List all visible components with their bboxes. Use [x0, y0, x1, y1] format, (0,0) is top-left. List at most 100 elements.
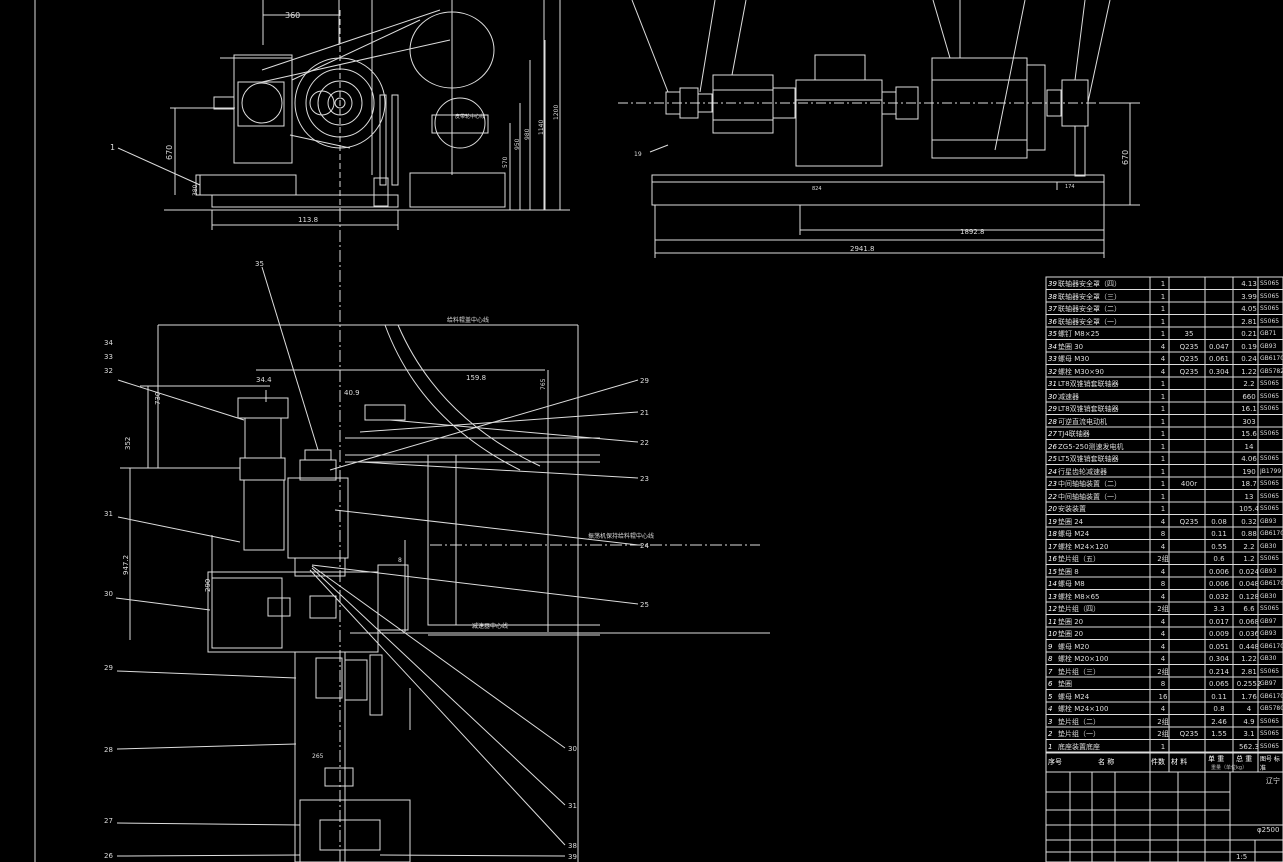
bom-total-weight: 1.76 [1241, 692, 1257, 701]
bom-std: GB6170 [1260, 580, 1283, 587]
bom-std: S5065 [1260, 605, 1280, 612]
bom-total-weight: 562.3 [1238, 742, 1260, 751]
bom-total-weight: 2.81 [1241, 667, 1257, 676]
bom-no: 38 [1048, 292, 1057, 301]
bom-total-weight: 0.32 [1241, 517, 1257, 526]
bom-total-weight: 0.128 [1238, 592, 1260, 601]
bom-qty: 8 [1160, 680, 1166, 688]
bom-std: S5065 [1260, 430, 1280, 437]
bom-std: S5065 [1260, 730, 1280, 737]
bom-name: 垫片组（五） [1058, 555, 1100, 563]
bom-std: S5065 [1260, 405, 1280, 412]
bom-qty: 4 [1160, 542, 1166, 551]
bom-name: 垫圈 30 [1058, 342, 1084, 351]
dim-1200: 1200 [553, 105, 560, 120]
dim-730: 730 [154, 392, 162, 405]
balloon-29-left: 29 [104, 664, 113, 672]
bom-qty: 4 [1160, 355, 1166, 363]
bom-no: 17 [1048, 542, 1057, 551]
bom-total-weight: 0.88 [1241, 530, 1257, 538]
balloon-38: 38 [568, 842, 577, 850]
balloon-30-right: 30 [568, 745, 577, 753]
label-feed-center: 给料辊盖中心线 [447, 316, 489, 324]
bom-name: 垫片组（二） [1058, 717, 1100, 726]
balloon-35: 35 [255, 260, 264, 268]
balloon-39: 39 [568, 853, 577, 861]
bom-total-weight: 0.21 [1241, 330, 1257, 338]
balloon-27: 27 [104, 817, 113, 825]
bom-unit-weight: 0.006 [1208, 567, 1230, 576]
bom-std: GB6170 [1260, 355, 1283, 362]
bom-unit-weight: 3.3 [1213, 605, 1225, 613]
balloon-1: 1 [110, 143, 115, 152]
title-block-code: φ2500 [1257, 826, 1280, 834]
bom-unit-weight: 0.304 [1208, 655, 1230, 663]
bom-name: 联轴器安全罩（三） [1058, 292, 1121, 301]
bom-name: 中间轴轴装置（一） [1058, 492, 1121, 501]
bom-no: 24 [1048, 467, 1057, 476]
balloon-32: 32 [104, 367, 113, 375]
bom-total-weight: 14 [1244, 442, 1254, 451]
bom-name: 联轴器安全罩（四） [1058, 280, 1121, 288]
dim-947-2: 947.2 [122, 555, 130, 575]
bom-name: LT5双锥销套联轴器 [1058, 455, 1119, 463]
bom-qty: 1 [1160, 317, 1166, 326]
bom-std: GB6170 [1260, 530, 1283, 537]
bom-total-weight: 105.4 [1238, 505, 1260, 513]
bom-total-weight: 3.1 [1243, 730, 1255, 738]
bom-unit-weight: 0.017 [1208, 617, 1230, 626]
bom-total-weight: 0.2552 [1236, 680, 1262, 688]
bom-qty: 1 [1160, 280, 1166, 288]
balloon-30-left: 30 [104, 590, 113, 598]
bom-unit-weight: 0.006 [1208, 580, 1230, 588]
bom-name: 垫片组（三） [1058, 667, 1100, 676]
bom-total-weight: 0.036 [1238, 630, 1260, 638]
bom-unit-weight: 0.304 [1208, 367, 1230, 376]
bom-no: 7 [1048, 667, 1053, 676]
bom-header-sub: 重量（单位kg） [1211, 765, 1248, 771]
bom-unit-weight: 0.11 [1211, 530, 1227, 538]
bom-no: 3 [1048, 717, 1053, 726]
bom-header-no: 序号 [1048, 758, 1062, 766]
bom-total-weight: 0.19 [1241, 342, 1257, 351]
bom-unit-weight: 0.55 [1211, 542, 1227, 551]
balloon-22: 22 [640, 439, 649, 447]
balloon-28: 28 [104, 746, 113, 754]
balloon-25: 25 [640, 601, 649, 609]
bom-std: GB6170 [1260, 642, 1283, 650]
bom-std: S5065 [1260, 380, 1280, 387]
dim-40-9: 40.9 [344, 389, 360, 397]
bom-name: 螺母 M24 [1058, 530, 1090, 538]
bom-qty: 1 [1160, 505, 1166, 513]
bom-total-weight: 4.9 [1243, 717, 1255, 726]
bom-std: S5065 [1260, 742, 1280, 750]
dim-380: 380 [192, 184, 199, 196]
bom-name: 垫片组（一） [1058, 730, 1100, 738]
bom-unit-weight: 0.032 [1208, 592, 1230, 601]
bom-qty: 4 [1160, 567, 1166, 576]
bom-no: 16 [1048, 555, 1057, 563]
bom-qty: 1 [1160, 305, 1166, 313]
bom-name: 底座装置底座 [1058, 742, 1100, 751]
bom-name: 安装装置 [1058, 505, 1086, 513]
bom-qty: 1 [1160, 292, 1166, 301]
bom-qty: 1 [1160, 430, 1166, 438]
bom-no: 20 [1048, 505, 1057, 513]
bom-no: 1 [1048, 742, 1053, 751]
balloon-21: 21 [640, 409, 649, 417]
bom-std: S5065 [1260, 280, 1280, 287]
bom-header-std: 图号 标 准 [1260, 756, 1280, 772]
bom-std: S5065 [1260, 305, 1280, 312]
bom-std: GB30 [1260, 655, 1277, 662]
bom-std: S5065 [1260, 492, 1280, 500]
bom-name: 联轴器安全罩（二） [1058, 305, 1121, 313]
